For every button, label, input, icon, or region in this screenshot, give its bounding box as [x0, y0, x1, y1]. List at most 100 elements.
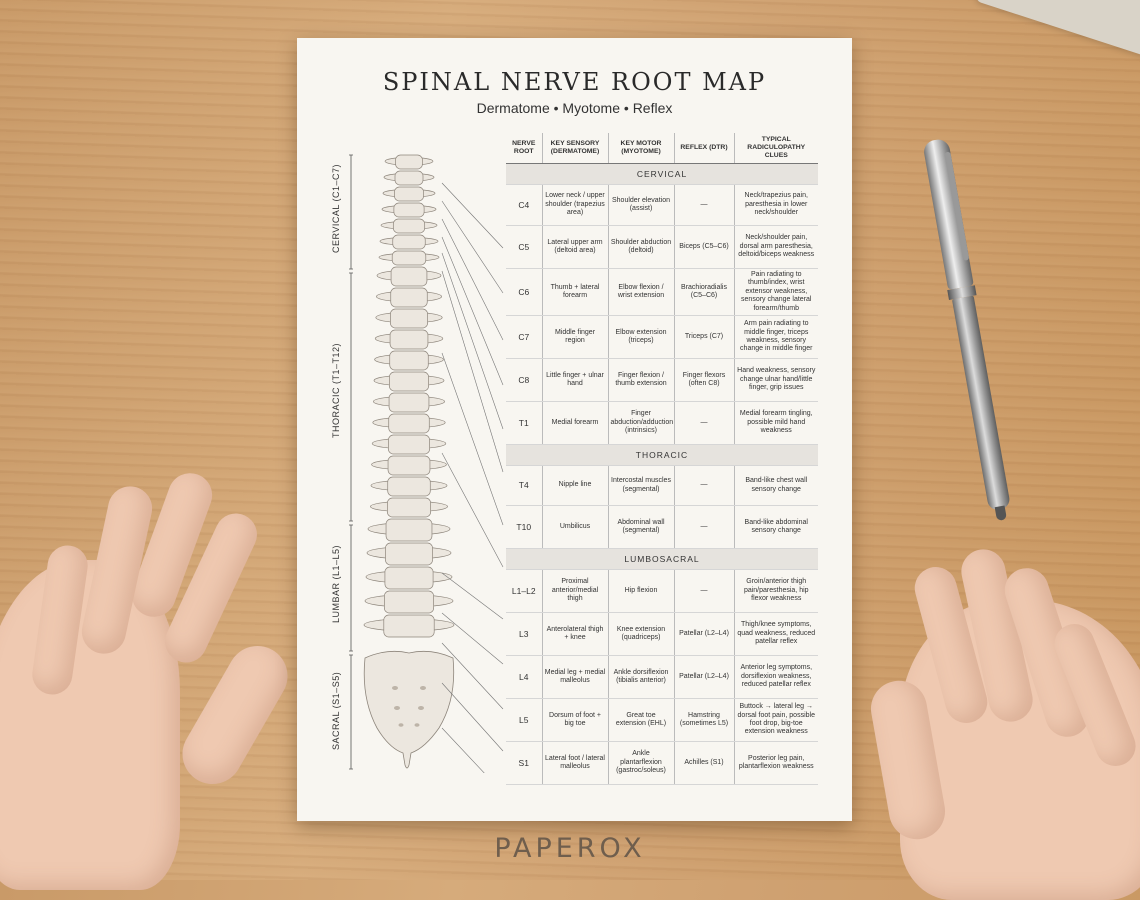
- clues-cell: Band-like chest wall sensory change: [733, 465, 818, 506]
- leader-line: [441, 200, 504, 294]
- spine-illustration: [349, 154, 504, 773]
- col-header-nerve-root: NERVE ROOT: [506, 133, 542, 164]
- motor-cell: Elbow extension (triceps): [607, 315, 674, 359]
- section-label: THORACIC: [506, 444, 818, 466]
- sensory-cell: Middle finger region: [541, 315, 608, 359]
- section-header-cervical: CERVICAL: [506, 163, 818, 185]
- vertebra: [380, 218, 438, 234]
- vertebra: [381, 202, 437, 218]
- vertebra: [375, 308, 443, 329]
- clues-cell: Groin/anterior thigh pain/paresthesia, h…: [733, 569, 818, 613]
- leader-line: [441, 682, 504, 752]
- sensory-cell: Umbilicus: [541, 505, 608, 549]
- table-header-row: NERVE ROOT KEY SENSORY (DERMATOME) KEY M…: [506, 133, 818, 164]
- reflex-cell: Brachioradialis (C5–C6): [673, 268, 734, 316]
- leader-line: [441, 182, 504, 249]
- vertebra: [372, 413, 446, 434]
- sacrum: [363, 650, 455, 769]
- nerve-root-table: NERVE ROOT KEY SENSORY (DERMATOME) KEY M…: [506, 133, 818, 785]
- page-title: SPINAL NERVE ROOT MAP: [382, 68, 767, 96]
- nerve-root-cell: L4: [506, 655, 542, 699]
- vertebra: [366, 542, 452, 566]
- nerve-root-cell: S1: [506, 741, 542, 785]
- nerve-root-cell: T1: [506, 401, 542, 445]
- sensory-cell: Thumb + lateral forearm: [541, 268, 608, 316]
- sensory-cell: Lateral foot / lateral malleolus: [541, 741, 608, 785]
- vertebra: [376, 266, 442, 287]
- vertebra: [367, 518, 451, 542]
- vertebra: [376, 287, 442, 308]
- leader-line: [441, 270, 504, 473]
- col-header-radiculopathy-clues: TYPICAL RADICULOPATHY CLUES: [733, 133, 818, 164]
- motor-cell: Hip flexion: [607, 569, 674, 613]
- clues-cell: Arm pain radiating to middle finger, tri…: [733, 315, 818, 359]
- sensory-cell: Lower neck / upper shoulder (trapezius a…: [541, 184, 608, 226]
- section-header-thoracic: THORACIC: [506, 444, 818, 466]
- sensory-cell: Proximal anterior/medial thigh: [541, 569, 608, 613]
- leader-line: [441, 352, 504, 526]
- reflex-cell: Finger flexors (often C8): [673, 358, 734, 402]
- sensory-cell: Dorsum of foot + big toe: [541, 698, 608, 742]
- motor-cell: Abdominal wall (segmental): [607, 505, 674, 549]
- nerve-root-cell: C8: [506, 358, 542, 402]
- nerve-root-cell: C5: [506, 225, 542, 269]
- clues-cell: Buttock → lateral leg → dorsal foot pain…: [733, 698, 818, 742]
- clues-cell: Neck/trapezius pain, paresthesia in lowe…: [733, 184, 818, 226]
- motor-cell: Shoulder abduction (deltoid): [607, 225, 674, 269]
- section-label: LUMBOSACRAL: [506, 548, 818, 570]
- motor-cell: Great toe extension (EHL): [607, 698, 674, 742]
- vertebra: [374, 350, 444, 371]
- vertebra: [371, 455, 447, 476]
- leader-line: [441, 727, 485, 773]
- reflex-cell: —: [673, 465, 734, 506]
- leader-line: [441, 452, 504, 568]
- sensory-cell: Nipple line: [541, 465, 608, 506]
- section-header-lumbosacral: LUMBOSACRAL: [506, 548, 818, 570]
- reflex-cell: Patellar (L2–L4): [673, 612, 734, 656]
- clues-cell: Medial forearm tingling, possible mild h…: [733, 401, 818, 445]
- clues-cell: Band-like abdominal sensory change: [733, 505, 818, 549]
- reflex-cell: —: [673, 505, 734, 549]
- col-header-key-motor: KEY MOTOR (MYOTOME): [607, 133, 674, 164]
- sensory-cell: Little finger + ulnar hand: [541, 358, 608, 402]
- clues-cell: Anterior leg symptoms, dorsiflexion weak…: [733, 655, 818, 699]
- nerve-root-cell: T4: [506, 465, 542, 506]
- nerve-root-cell: C6: [506, 268, 542, 316]
- clues-cell: Thigh/knee symptoms, quad weakness, redu…: [733, 612, 818, 656]
- leader-line: [441, 252, 504, 430]
- reflex-cell: Patellar (L2–L4): [673, 655, 734, 699]
- vertebra: [382, 186, 436, 202]
- motor-cell: Knee extension (quadriceps): [607, 612, 674, 656]
- vertebra: [373, 392, 445, 413]
- vertebra: [364, 590, 454, 614]
- brand-logo: PAPEROX: [494, 833, 646, 864]
- region-brackets: [349, 154, 353, 770]
- clues-cell: Posterior leg pain, plantarflexion weakn…: [733, 741, 818, 785]
- sensory-cell: Lateral upper arm (deltoid area): [541, 225, 608, 269]
- nerve-root-cell: T10: [506, 505, 542, 549]
- vertebra: [363, 614, 455, 638]
- section-label: CERVICAL: [506, 163, 818, 185]
- leader-line: [441, 218, 504, 341]
- nerve-root-cell: L3: [506, 612, 542, 656]
- motor-cell: Ankle dorsiflexion (tibialis anterior): [607, 655, 674, 699]
- vertebra: [384, 154, 434, 170]
- reflex-cell: —: [673, 184, 734, 226]
- nerve-root-cell: L5: [506, 698, 542, 742]
- sensory-cell: Medial leg + medial malleolus: [541, 655, 608, 699]
- vertebra: [365, 566, 453, 590]
- vertebra: [379, 234, 439, 250]
- vertebra: [371, 434, 447, 455]
- leader-line: [441, 642, 504, 710]
- leader-line: [441, 572, 504, 620]
- clues-cell: Pain radiating to thumb/index, wrist ext…: [733, 268, 818, 316]
- motor-cell: Finger abduction/adduction (intrinsics): [607, 401, 674, 445]
